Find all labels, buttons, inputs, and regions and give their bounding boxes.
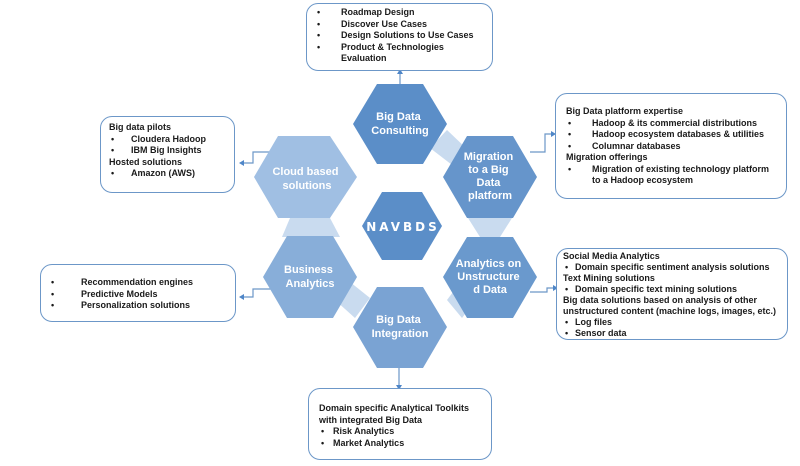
list-item: Market Analytics — [319, 438, 481, 450]
migration-list-1: Hadoop & its commercial distributions Ha… — [566, 118, 776, 153]
hex-migration[interactable] — [443, 136, 537, 218]
arrow-right-icon — [551, 131, 556, 137]
analytics-list-2: Domain specific text mining solutions — [563, 284, 781, 295]
hex-cloud-label: Cloud based solutions — [272, 166, 341, 192]
list-item: Hadoop ecosystem databases & utilities — [566, 129, 776, 141]
hex-cloud[interactable] — [254, 136, 357, 218]
arrow-right-icon — [553, 285, 558, 291]
list-item: Predictive Models — [49, 289, 227, 301]
hex-integration-label: Big Data Integration — [372, 314, 429, 340]
list-item: Cloudera Hadoop — [109, 134, 226, 146]
arrow-down-icon — [396, 385, 402, 390]
list-item: Discover Use Cases — [315, 19, 484, 31]
list-item: Domain specific sentiment analysis solut… — [563, 262, 781, 273]
hex-analytics-unstructured[interactable] — [443, 237, 537, 318]
analytics-heading-2: Text Mining solutions — [563, 273, 655, 283]
list-item: Risk Analytics — [319, 426, 481, 438]
hex-migration-label: Migration to a Big Data platform — [464, 151, 517, 202]
cloud-list-1: Cloudera Hadoop IBM Big Insights — [109, 134, 226, 157]
box-consulting: Roadmap Design Discover Use Cases Design… — [306, 3, 493, 71]
band-migration-analytics — [468, 218, 512, 237]
box-business: Recommendation engines Predictive Models… — [40, 264, 236, 322]
list-item: IBM Big Insights — [109, 145, 226, 157]
hex-business-analytics[interactable] — [263, 236, 357, 318]
hex-analytics-label: Analytics on Unstructure d Data — [456, 258, 524, 296]
box-integration: Domain specific Analytical Toolkits with… — [308, 388, 492, 460]
list-item: Migration of existing technology platfor… — [566, 164, 776, 187]
hex-integration[interactable] — [353, 287, 447, 368]
arrow-left-icon — [239, 294, 244, 300]
list-item: Product & Technologies Evaluation — [315, 42, 484, 65]
list-item: Sensor data — [563, 328, 781, 339]
hex-consulting-label: Big Data Consulting — [371, 111, 428, 137]
migration-heading-1: Big Data platform expertise — [566, 106, 684, 116]
cloud-heading-2: Hosted solutions — [109, 156, 183, 167]
band-business-cloud — [282, 218, 340, 237]
integration-heading: Domain specific Analytical Toolkits with… — [319, 403, 470, 425]
cloud-list-2: Amazon (AWS) — [109, 168, 226, 180]
analytics-list-1: Domain specific sentiment analysis solut… — [563, 262, 781, 273]
consulting-list: Roadmap Design Discover Use Cases Design… — [315, 7, 484, 65]
list-item: Domain specific text mining solutions — [563, 284, 781, 295]
analytics-heading-3: Big data solutions based on analysis of … — [563, 295, 777, 316]
list-item: Columnar databases — [566, 141, 776, 153]
hex-consulting[interactable] — [353, 84, 447, 164]
box-migration: Big Data platform expertise Hadoop & its… — [555, 93, 787, 199]
hex-business-label: Business Analytics — [284, 264, 336, 290]
analytics-heading-1: Social Media Analytics — [563, 251, 660, 261]
box-cloud: Big data pilots Cloudera Hadoop IBM Big … — [100, 116, 235, 193]
business-list: Recommendation engines Predictive Models… — [49, 277, 227, 312]
arrowheads — [239, 69, 558, 390]
migration-heading-2: Migration offerings — [566, 152, 648, 162]
list-item: Recommendation engines — [49, 277, 227, 289]
connector-cloud — [243, 151, 275, 164]
integration-list: Risk Analytics Market Analytics — [319, 426, 481, 449]
hex-navbds[interactable] — [362, 192, 442, 260]
cloud-heading-1: Big data pilots — [109, 122, 172, 132]
hex-labels: Big Data Consulting Migration to a Big D… — [272, 111, 524, 340]
list-item: Personalization solutions — [49, 300, 227, 312]
box-analytics: Social Media Analytics Domain specific s… — [556, 248, 788, 340]
arrow-up-icon — [397, 69, 403, 74]
arrow-left-icon — [239, 160, 244, 166]
list-item: Design Solutions to Use Cases — [315, 30, 484, 42]
connector-analytics — [530, 287, 554, 293]
hexagons — [254, 84, 537, 368]
migration-list-2: Migration of existing technology platfor… — [566, 164, 776, 187]
hex-navbds-label: NAVBDS — [366, 220, 440, 234]
list-item: Amazon (AWS) — [109, 168, 226, 180]
list-item: Roadmap Design — [315, 7, 484, 19]
analytics-list-3: Log files Sensor data — [563, 317, 781, 339]
connector-migration — [530, 133, 552, 153]
list-item: Hadoop & its commercial distributions — [566, 118, 776, 130]
list-item: Log files — [563, 317, 781, 328]
connector-business — [243, 288, 272, 298]
